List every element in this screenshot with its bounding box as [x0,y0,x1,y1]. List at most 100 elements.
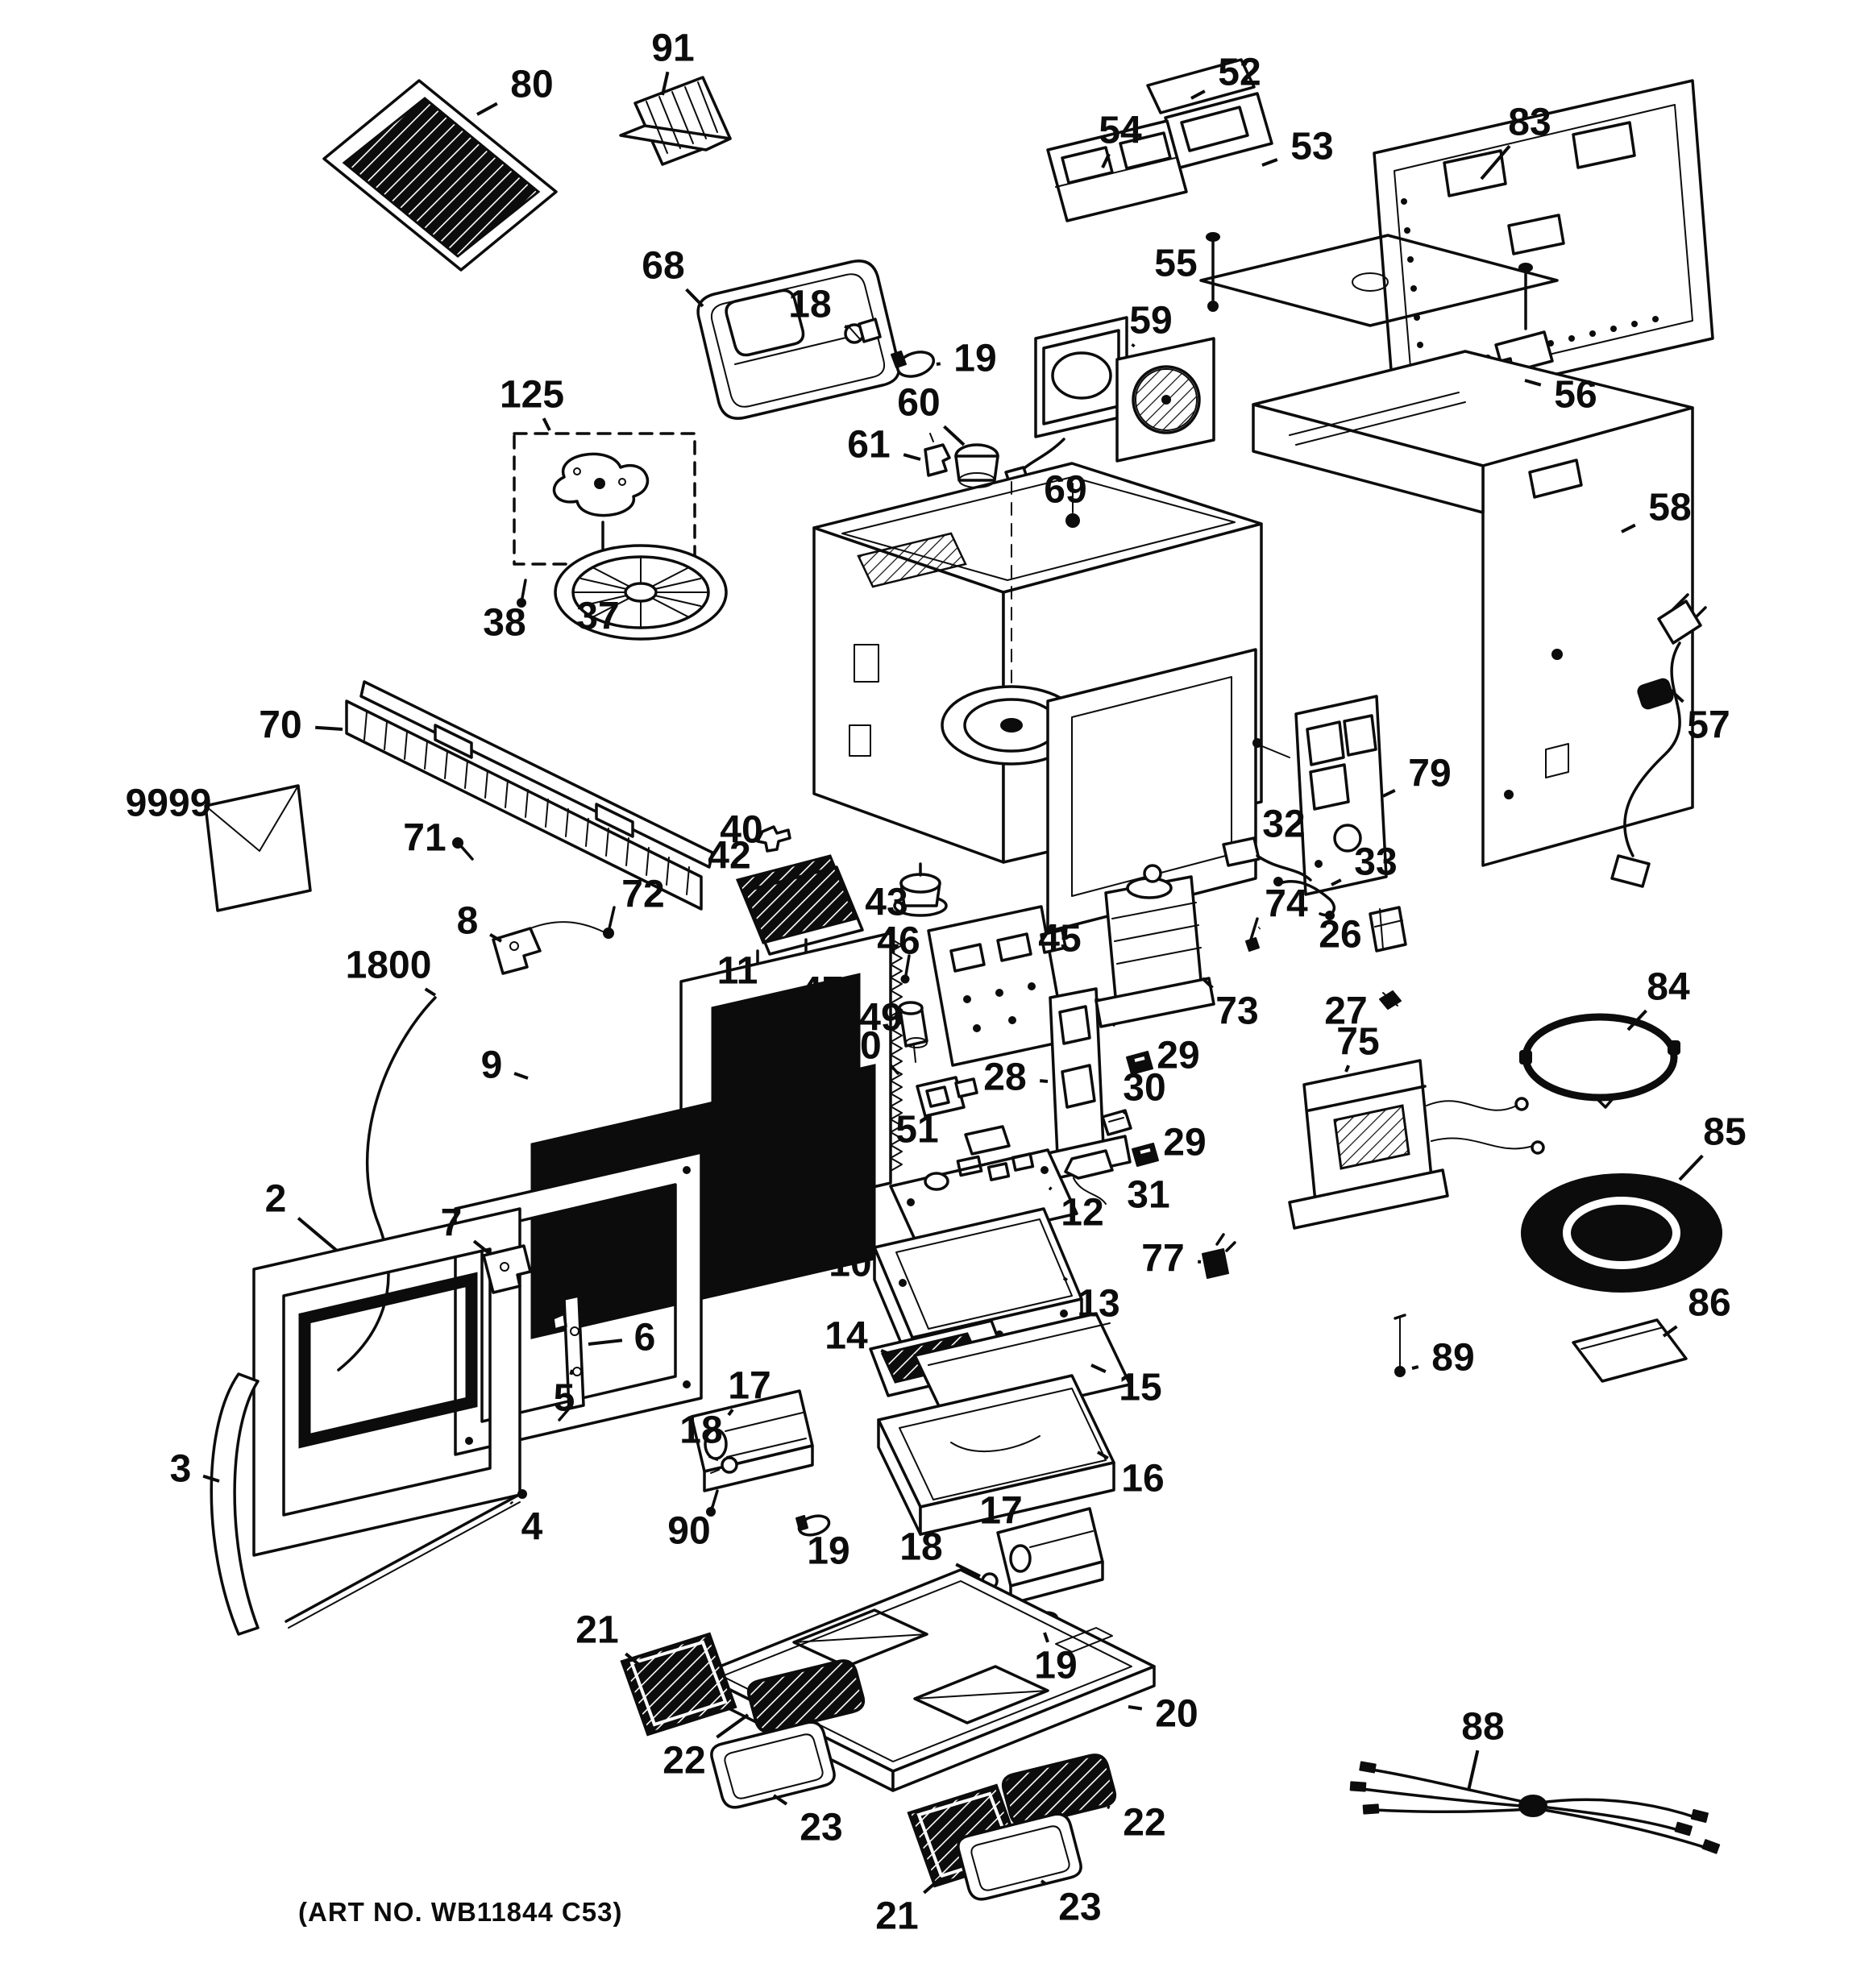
part-29-clip-upper [1126,1051,1153,1075]
part-55-screw [1206,232,1220,312]
part-72-screw [603,906,616,939]
part-42-vent-filter [735,854,864,965]
part-51-interlock [916,1076,978,1118]
part-number-label-45: 45 [1038,918,1081,961]
art-number-note: (ART NO. WB11844 C53) [298,1897,622,1927]
leader-line-88 [1467,1749,1480,1791]
part-16-bottom-tray [877,1374,1115,1536]
part-3-door-handle [210,1372,260,1636]
leader-line-13 [1062,1276,1069,1282]
leader-line-20 [1128,1705,1143,1711]
part-number-label-3: 3 [170,1448,192,1491]
leader-line-59 [1131,342,1136,348]
part-number-label-12: 12 [1061,1192,1103,1235]
leader-line-22 [716,1713,750,1739]
part-number-label-70: 70 [259,704,301,747]
part-number-label-6: 6 [634,1317,656,1359]
part-number-label-2: 2 [265,1178,287,1221]
part-54-vent [1046,119,1188,222]
leader-line-42 [755,878,762,885]
leader-line-68 [685,288,704,308]
part-number-label-33: 33 [1354,841,1397,884]
leader-line-61 [903,453,921,461]
part-number-label-77: 77 [1141,1238,1184,1280]
part-18-socket [844,317,882,344]
part-number-label-50: 50 [838,1025,881,1068]
part-number-label-11: 11 [717,950,758,993]
part-number-label-55: 55 [1154,243,1197,285]
part-number-label-79: 79 [1408,753,1451,795]
part-number-label-51: 51 [895,1109,938,1152]
leader-line-79 [1382,789,1396,798]
leader-line-21 [923,1876,943,1895]
top-brace-sheet [1199,234,1559,327]
part-number-label-69: 69 [1044,469,1086,512]
part-49-fuse-holder [898,1001,928,1063]
leader-line-52 [1190,89,1206,100]
part-58-duct-cover [1252,350,1694,867]
part-number-label-23: 23 [1058,1886,1101,1929]
part-number-label-20: 20 [1155,1693,1198,1736]
part-75-transformer [1288,1059,1545,1230]
part-19-bulb [891,351,936,378]
part-70-vent-grille [345,680,714,911]
part-number-label-59: 59 [1129,300,1172,342]
part-number-label-71: 71 [403,817,446,860]
part-number-label-88: 88 [1461,1706,1504,1749]
part-26-relay [1369,906,1407,952]
part-number-label-27: 27 [1324,990,1367,1033]
part-number-label-19: 19 [953,338,996,380]
part-38-screw [517,579,527,608]
part-18-socket-left [708,1456,738,1474]
leader-line-5 [569,1369,574,1376]
part-8-hinge-bracket [492,921,604,975]
part-57-power-cord [1610,593,1707,888]
part-73-magnetron [1094,864,1215,1028]
leader-line-56 [1524,379,1542,387]
leader-line-2 [297,1217,339,1252]
part-number-label-125: 125 [500,374,564,417]
leader-line-1800 [424,987,437,997]
leader-line-73 [1201,977,1214,990]
part-number-label-26: 26 [1319,914,1361,957]
part-61-thermostat [924,433,951,477]
leader-line-7 [472,1239,492,1255]
part-85-stirrer-cover [1521,1173,1722,1293]
part-9999-envelope [204,784,312,912]
part-number-label-74: 74 [1265,883,1308,926]
leader-line-3 [202,1474,220,1483]
part-number-label-29: 29 [1163,1122,1206,1164]
part-23-filter-frame-right [957,1812,1082,1901]
leader-line-12 [1048,1186,1053,1191]
leader-line-18 [955,1563,981,1578]
part-27-clip [1379,990,1402,1010]
part-number-label-61: 61 [847,424,890,467]
leader-line-18 [844,324,849,330]
part-number-label-85: 85 [1703,1111,1746,1154]
part-88-wiring-harness [1349,1761,1721,1854]
part-number-label-46: 46 [877,920,920,963]
part-number-label-31: 31 [1127,1174,1169,1217]
part-number-label-52: 52 [1218,52,1261,94]
part-17-lamp-housing-left [690,1389,814,1492]
part-77-thermal-fuse [1202,1233,1236,1279]
leader-line-6 [588,1338,623,1346]
part-69-screw [1065,483,1080,528]
leader-line-23 [1040,1879,1047,1886]
leader-line-21 [625,1652,645,1670]
part-number-label-19: 19 [807,1530,849,1573]
part-43-turntable-motor [893,862,948,917]
leader-line-80 [476,102,498,116]
part-number-label-16: 16 [1121,1458,1164,1500]
part-86-waveguide-cover [1572,1318,1688,1383]
door-leader-curve-1800 [337,996,437,1372]
part-number-label-47: 47 [800,970,843,1013]
part-74-screw [1245,917,1260,952]
part-number-label-75: 75 [1336,1021,1379,1064]
part-number-label-14: 14 [825,1315,868,1358]
leader-line-60 [943,425,966,446]
leader-line-15 [1090,1363,1107,1373]
part-number-label-83: 83 [1508,102,1551,144]
